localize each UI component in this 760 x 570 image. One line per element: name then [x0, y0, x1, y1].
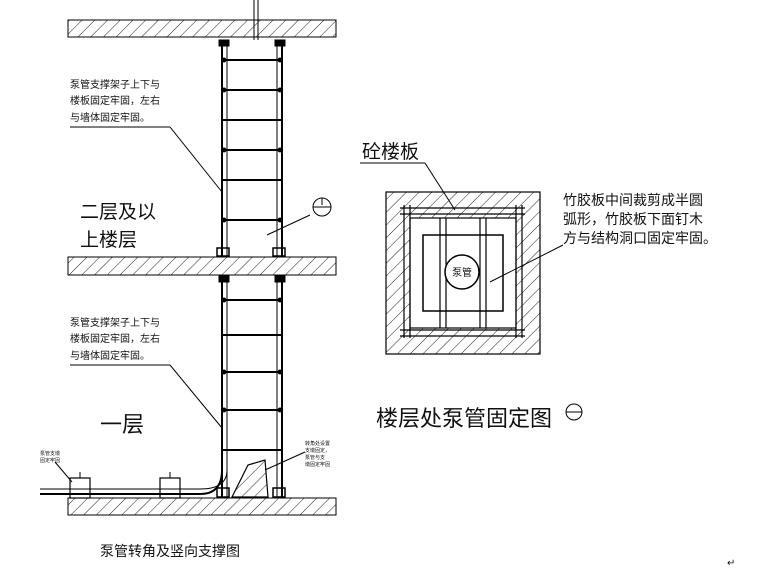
base-note-left-line-1: 泵管支墩	[40, 450, 60, 457]
ground-floor-label: 一层	[100, 413, 144, 438]
base-note-right-line-1: 转角处设置	[305, 440, 330, 447]
base-note-right-line-4: 墩固定牢固	[305, 461, 330, 468]
left-diagram: 泵管支撑架子上下与 楼板固定牢固，左右 与墙体固定牢固。 泵管支撑架子上下与 楼…	[40, 0, 337, 560]
lower-note-leader	[169, 364, 223, 429]
right-caption: 楼层处泵管固定图	[376, 407, 552, 432]
base-note-right-line-2: 支墩固定，	[305, 447, 330, 454]
right-diagram: 泵管 砼楼板 竹胶板中间裁剪成半圆 弧形，竹胶板下面钉木 方与结构洞口固定牢固。…	[360, 141, 735, 569]
upper-note-line-2: 楼板固定牢固，左右	[70, 94, 160, 107]
timber-grid	[400, 205, 525, 338]
slab-label: 砼楼板	[362, 141, 419, 163]
horizontal-pump-pipe	[40, 461, 200, 499]
section-marker	[312, 197, 332, 217]
right-note-line-2: 弧形，竹胶板下面钉木	[563, 211, 703, 228]
pipe-label: 泵管	[452, 266, 472, 279]
base-note-left-line-2: 固定牢固	[40, 457, 60, 464]
upper-support-frame	[216, 39, 311, 257]
upper-note-line-1: 泵管支撑架子上下与	[70, 78, 160, 91]
pump-pipe-circle	[444, 254, 480, 290]
upper-floor-label-line-1: 二层及以	[80, 201, 156, 223]
upper-note-leader	[169, 126, 223, 193]
lower-note-line-1: 泵管支撑架子上下与	[70, 316, 160, 329]
lower-note-line-2: 楼板固定牢固，左右	[70, 332, 160, 345]
ground-slab	[67, 497, 337, 516]
lower-note-line-3: 与墙体固定牢固。	[70, 349, 150, 362]
middle-slab	[67, 256, 337, 276]
right-note-line-1: 竹胶板中间裁剪成半圆	[563, 192, 703, 209]
return-mark: ↵	[727, 558, 735, 569]
right-note-line-3: 方与结构洞口固定牢固。	[563, 231, 717, 247]
note-leader	[489, 244, 564, 283]
left-caption: 泵管转角及竖向支撑图	[100, 544, 240, 560]
upper-note-line-3: 与墙体固定牢固。	[70, 111, 150, 124]
lower-support-frame	[199, 275, 306, 498]
upper-floor-label-line-2: 上楼层	[80, 229, 137, 251]
slab-label-leader	[424, 162, 456, 211]
base-note-right-line-3: 泵管与支	[305, 454, 325, 461]
top-slab	[67, 19, 337, 38]
bamboo-board	[422, 234, 504, 312]
